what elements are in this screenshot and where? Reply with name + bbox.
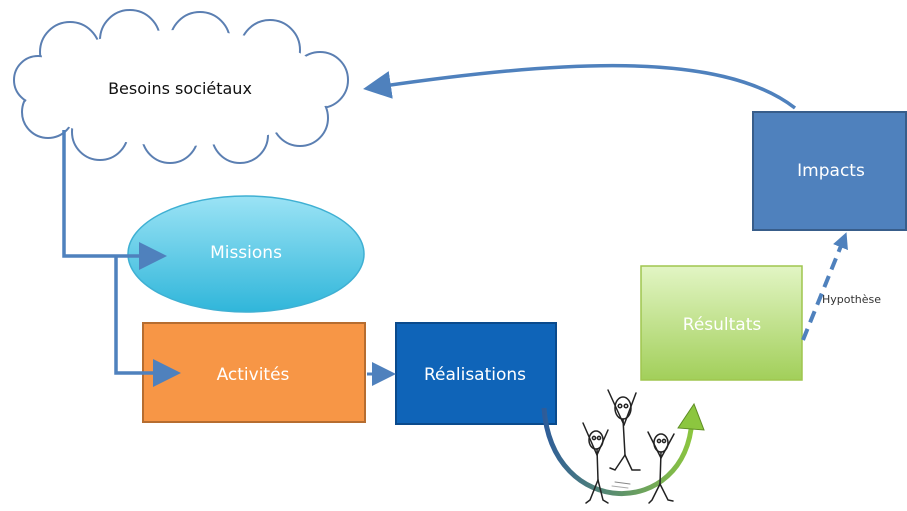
realisations-label: Réalisations xyxy=(423,365,527,385)
arrow-to-activites xyxy=(114,256,181,387)
arrow-impacts-to-besoins xyxy=(363,63,797,110)
impacts-box xyxy=(752,111,907,231)
stick-figure-right xyxy=(647,431,675,504)
arrow-besoins-to-missions xyxy=(62,130,167,270)
u-arrow-head xyxy=(677,402,705,431)
besoins-cloud xyxy=(13,9,349,164)
stick-figure-middle xyxy=(607,389,641,471)
arrow-hypothese xyxy=(801,232,848,341)
missions-label: Missions xyxy=(210,243,282,263)
missions-ellipse xyxy=(127,195,365,313)
activites-label: Activités xyxy=(216,365,290,385)
stick-figures-illustration xyxy=(582,389,675,504)
hypothese-label: Hypothèse xyxy=(822,292,882,306)
impacts-label: Impacts xyxy=(797,161,865,181)
resultats-label: Résultats xyxy=(682,315,762,335)
resultats-box xyxy=(640,265,803,381)
realisations-box xyxy=(395,322,557,425)
besoins-label: Besoins sociétaux xyxy=(108,78,252,98)
stick-figure-left xyxy=(582,422,609,504)
u-arrow-realisations-to-resultats xyxy=(541,407,695,497)
